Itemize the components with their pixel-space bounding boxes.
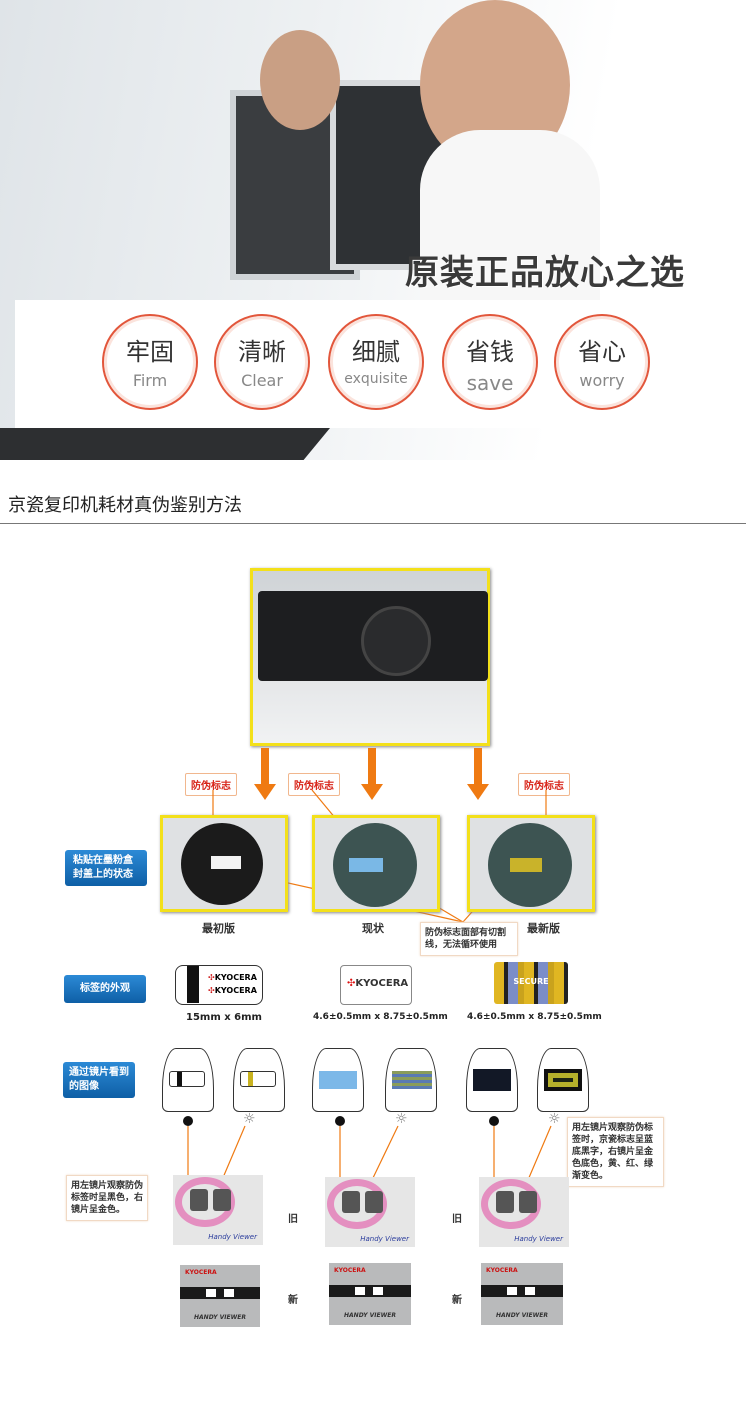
sun-icon: ☼ <box>548 1111 561 1127</box>
dark-filter-icon <box>335 1116 345 1126</box>
size-latest: 4.6±0.5mm x 8.75±0.5mm <box>467 1012 602 1022</box>
handy-viewer-old: Handy Viewer <box>173 1175 263 1245</box>
shirt-image <box>420 130 600 300</box>
divider <box>0 523 746 524</box>
cut-line-note: 防伪标志面部有切割线，无法循环使用 <box>420 922 518 956</box>
feature-exquisite: 细腻 exquisite <box>328 314 424 410</box>
person-image <box>260 30 340 130</box>
dark-filter-icon <box>489 1116 499 1126</box>
feature-cn: 牢固 <box>126 338 174 366</box>
feature-cn: 省心 <box>578 338 626 366</box>
cap-photo-latest <box>467 815 595 912</box>
feature-clear: 清晰 Clear <box>214 314 310 410</box>
feature-cn: 省钱 <box>466 338 514 366</box>
lens-view-left <box>466 1048 518 1112</box>
toner-cartridge-photo <box>250 568 490 746</box>
hero-banner: 原装正品放心之选 牢固 Firm 清晰 Clear 细腻 exquisite 省钱 sa… <box>0 0 750 460</box>
label-initial: ✣KYOCERA✣KYOCERA <box>175 965 263 1005</box>
brand-text: ✣KYOCERA <box>347 978 409 989</box>
feature-en: worry <box>579 371 625 390</box>
old-label: 旧 <box>288 1214 298 1225</box>
feature-firm: 牢固 Firm <box>102 314 198 410</box>
slogan: 原装正品放心之选 <box>405 253 685 293</box>
feature-cn: 细腻 <box>352 338 400 366</box>
handy-viewer-old: Handy Viewer <box>479 1177 569 1247</box>
lens-view-right <box>385 1048 437 1112</box>
version-latest: 最新版 <box>527 922 560 935</box>
lens-view-right <box>537 1048 589 1112</box>
cap-photo-initial <box>160 815 288 912</box>
size-current: 4.6±0.5mm x 8.75±0.5mm <box>313 1012 448 1022</box>
old-label: 旧 <box>452 1214 462 1225</box>
section-title: 京瓷复印机耗材真伪鉴别方法 <box>8 495 242 516</box>
feature-en: save <box>466 371 514 395</box>
dark-filter-icon <box>183 1116 193 1126</box>
feature-en: exquisite <box>344 371 408 387</box>
anti-counterfeit-tag: 防伪标志 <box>185 773 237 796</box>
row-label-attached: 粘贴在墨粉盒封盖上的状态 <box>65 850 147 886</box>
new-label: 新 <box>288 1295 298 1306</box>
row-label-appearance: 标签的外观 <box>64 975 146 1003</box>
left-lens-note: 用左镜片观察防伪标签时呈黑色，右镜片呈金色。 <box>66 1175 148 1221</box>
anti-counterfeit-tag: 防伪标志 <box>288 773 340 796</box>
version-initial: 最初版 <box>202 922 235 935</box>
anti-counterfeit-tag: 防伪标志 <box>518 773 570 796</box>
feature-worry: 省心 worry <box>554 314 650 410</box>
version-current: 现状 <box>362 922 384 935</box>
lens-view-left <box>312 1048 364 1112</box>
cap-photo-current <box>312 815 440 912</box>
lens-view-left <box>162 1048 214 1112</box>
right-lens-note: 用左镜片观察防伪标签时，京瓷标志呈蓝底黑字，右镜片呈金色底色，黄、红、绿渐变色。 <box>567 1117 664 1187</box>
lens-view-right <box>233 1048 285 1112</box>
handy-viewer-old: Handy Viewer <box>325 1177 415 1247</box>
new-label: 新 <box>452 1295 462 1306</box>
label-latest-hologram: SECURE <box>494 962 568 1004</box>
row-label-through-lens: 通过镜片看到的图像 <box>63 1062 135 1098</box>
sun-icon: ☼ <box>395 1111 408 1127</box>
size-initial: 15mm x 6mm <box>186 1012 262 1023</box>
feature-cn: 清晰 <box>238 338 286 366</box>
feature-en: Clear <box>241 371 283 390</box>
feature-save: 省钱 save <box>442 314 538 410</box>
decorative-bar <box>0 428 330 460</box>
sun-icon: ☼ <box>243 1111 256 1127</box>
feature-en: Firm <box>132 371 168 390</box>
label-current: ✣KYOCERA <box>340 965 412 1005</box>
brand-text: ✣KYOCERA✣KYOCERA <box>208 973 257 995</box>
